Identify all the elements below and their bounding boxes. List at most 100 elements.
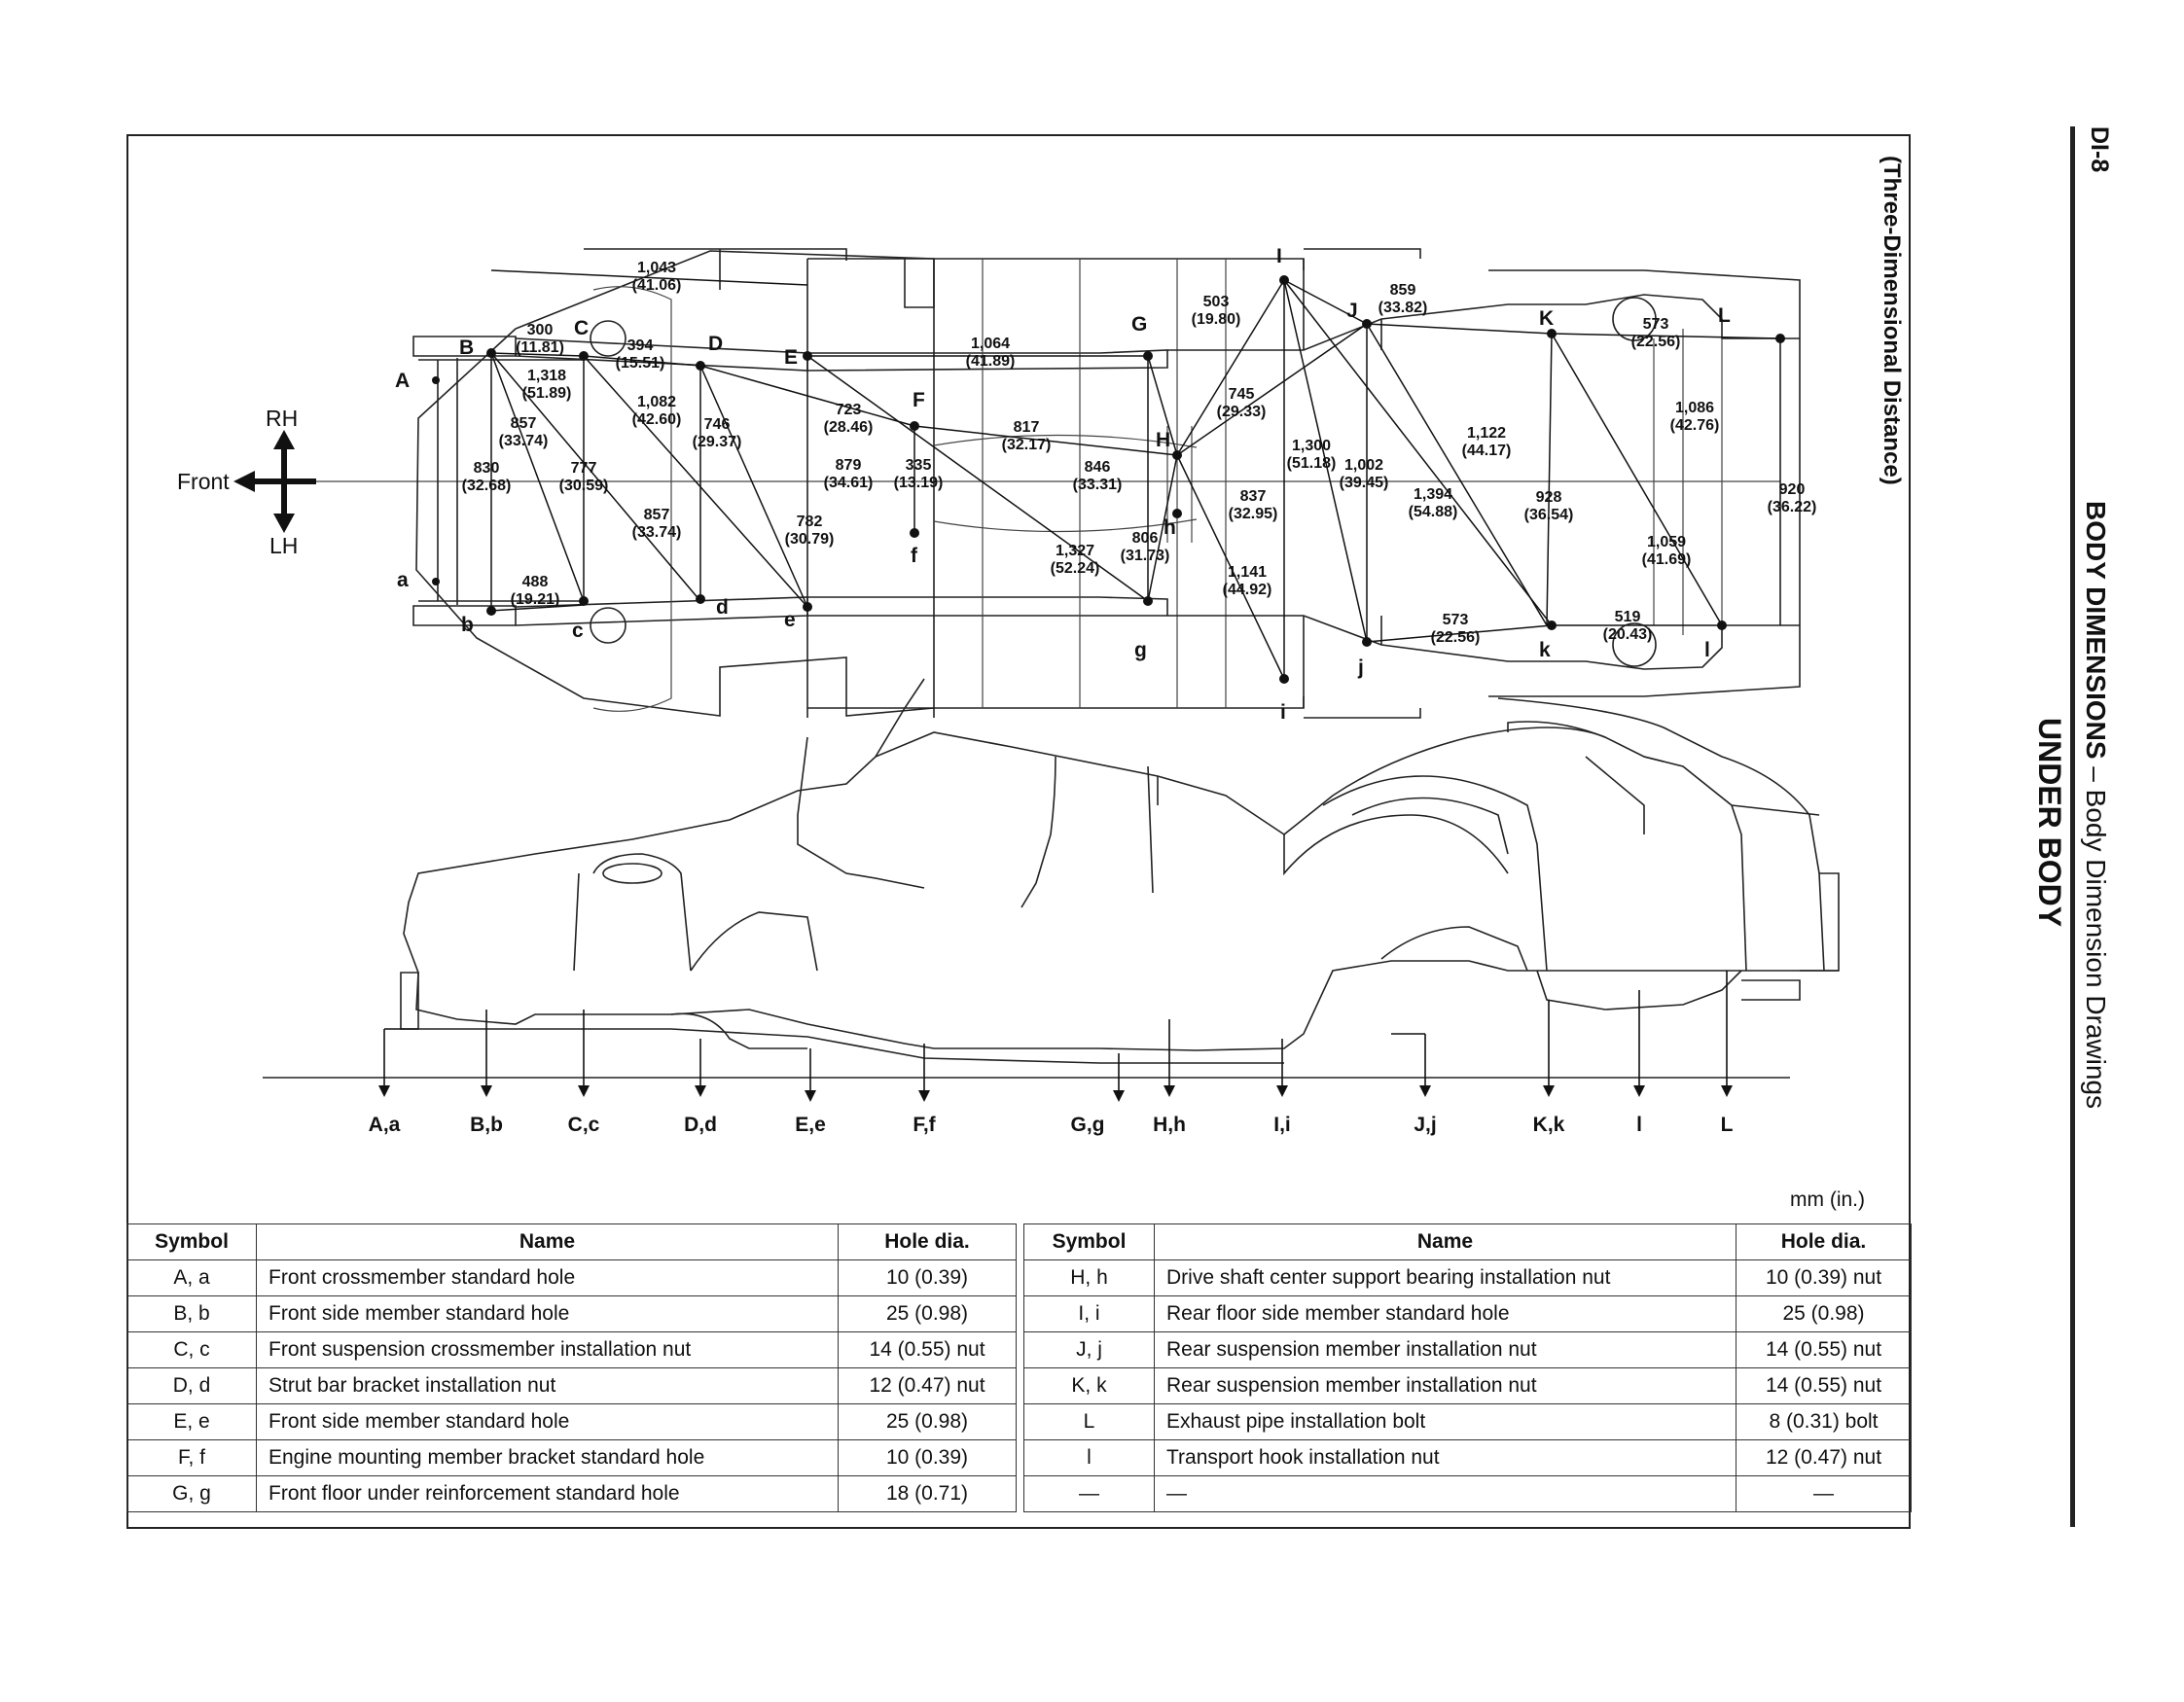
dimension-label: 394(15.51) xyxy=(616,337,665,372)
table-cell: 25 (0.98) xyxy=(838,1403,1017,1440)
section-title: BODY DIMENSIONS – Body Dimension Drawing… xyxy=(2080,501,2111,1109)
hole-spec-table: Symbol Name Hole dia. Symbol Name Hole d… xyxy=(126,1223,1912,1512)
svg-text:(29.37): (29.37) xyxy=(693,434,742,450)
reference-label: A,a xyxy=(369,1114,401,1136)
svg-text:1,327: 1,327 xyxy=(1056,543,1094,559)
dimension-label: 488(19.21) xyxy=(511,574,560,608)
svg-text:503: 503 xyxy=(1203,294,1230,310)
svg-text:(41.89): (41.89) xyxy=(966,353,1016,370)
svg-text:(33.74): (33.74) xyxy=(499,433,549,449)
dimension-label: 745(29.33) xyxy=(1217,386,1267,420)
svg-text:782: 782 xyxy=(797,514,823,530)
column-header: Name xyxy=(1154,1223,1736,1260)
table-cell: B, b xyxy=(126,1295,257,1332)
column-gap xyxy=(1016,1259,1024,1296)
dimension-label: 519(20.43) xyxy=(1603,609,1653,643)
reference-label: K,k xyxy=(1533,1114,1565,1136)
point-markers xyxy=(432,275,1785,684)
point-label: l xyxy=(1704,639,1710,661)
reference-label: E,e xyxy=(795,1114,826,1136)
column-header: Name xyxy=(256,1223,839,1260)
svg-text:846: 846 xyxy=(1085,459,1111,476)
dimension-label: 857(33.74) xyxy=(632,507,682,541)
orientation-indicator: Front RH LH xyxy=(177,406,316,558)
table-cell: — xyxy=(1736,1475,1912,1512)
table-cell: 8 (0.31) bolt xyxy=(1736,1403,1912,1440)
svg-text:(36.54): (36.54) xyxy=(1524,507,1574,523)
dimension-label: 920(36.22) xyxy=(1768,481,1817,515)
side-view-body xyxy=(400,678,1840,1064)
svg-text:300: 300 xyxy=(527,322,554,338)
point-label: A xyxy=(395,370,410,392)
table-cell: 18 (0.71) xyxy=(838,1475,1017,1512)
underbody-outline xyxy=(297,248,1801,719)
column-gap xyxy=(1016,1475,1024,1512)
table-cell: Front floor under reinforcement standard… xyxy=(256,1475,839,1512)
svg-text:857: 857 xyxy=(644,507,670,523)
table-cell: Transport hook installation nut xyxy=(1154,1439,1736,1476)
dimension-label: 1,394(54.88) xyxy=(1409,486,1458,520)
point-label: D xyxy=(708,333,723,355)
reference-label: C,c xyxy=(568,1114,600,1136)
point-label: j xyxy=(1357,656,1364,679)
reference-label: D,d xyxy=(684,1114,717,1136)
svg-text:(52.24): (52.24) xyxy=(1051,560,1100,577)
table-cell: D, d xyxy=(126,1367,257,1404)
svg-text:(39.45): (39.45) xyxy=(1340,475,1389,491)
point-label: a xyxy=(397,569,409,591)
svg-text:1,043: 1,043 xyxy=(637,260,676,276)
point-label: F xyxy=(913,389,925,411)
column-gap xyxy=(1016,1331,1024,1368)
point-label: J xyxy=(1346,300,1358,322)
svg-text:(30.59): (30.59) xyxy=(559,478,609,494)
point-label: E xyxy=(784,346,798,369)
dimension-label: 777(30.59) xyxy=(559,460,609,494)
table-cell: H, h xyxy=(1023,1259,1155,1296)
dimension-label: 503(19.80) xyxy=(1192,294,1241,328)
table-cell: 10 (0.39) nut xyxy=(1736,1259,1912,1296)
table-cell: Engine mounting member bracket standard … xyxy=(256,1439,839,1476)
svg-text:(41.06): (41.06) xyxy=(632,277,682,294)
svg-text:(30.79): (30.79) xyxy=(785,531,835,548)
table-cell: G, g xyxy=(126,1475,257,1512)
table-cell: Front side member standard hole xyxy=(256,1403,839,1440)
svg-text:(33.82): (33.82) xyxy=(1378,300,1428,316)
dimension-label: 1,086(42.76) xyxy=(1670,400,1720,434)
table-cell: 12 (0.47) nut xyxy=(838,1367,1017,1404)
table-cell: L xyxy=(1023,1403,1155,1440)
reference-label: J,j xyxy=(1414,1114,1436,1136)
column-gap xyxy=(1016,1223,1024,1260)
table-cell: Front side member standard hole xyxy=(256,1295,839,1332)
dimension-label: 300(11.81) xyxy=(516,322,564,356)
table-cell: K, k xyxy=(1023,1367,1155,1404)
point-label: g xyxy=(1134,639,1147,661)
svg-text:(42.76): (42.76) xyxy=(1670,417,1720,434)
dimension-label: 1,318(51.89) xyxy=(522,368,572,402)
dimension-label: 928(36.54) xyxy=(1524,489,1574,523)
point-label: h xyxy=(1164,516,1176,539)
svg-text:723: 723 xyxy=(836,402,862,418)
point-label: I xyxy=(1276,245,1282,267)
svg-text:(32.68): (32.68) xyxy=(462,478,512,494)
side-view-datum xyxy=(263,971,1790,1102)
svg-text:859: 859 xyxy=(1390,282,1416,299)
point-label: H xyxy=(1156,429,1170,451)
point-label: G xyxy=(1131,313,1147,336)
column-gap xyxy=(1016,1295,1024,1332)
svg-text:746: 746 xyxy=(704,416,731,433)
dimension-labels: 1,043(41.06) 300(11.81) 394(15.51) 1,318… xyxy=(462,260,1817,646)
dimension-label: 1,122(44.17) xyxy=(1462,425,1512,459)
table-cell: 14 (0.55) nut xyxy=(1736,1367,1912,1404)
svg-text:(44.17): (44.17) xyxy=(1462,443,1512,459)
measurement-lines xyxy=(490,269,1781,680)
table-cell: Front suspension crossmember installatio… xyxy=(256,1331,839,1368)
svg-text:(42.60): (42.60) xyxy=(632,411,682,428)
svg-text:806: 806 xyxy=(1132,530,1159,547)
dimension-label: 335(13.19) xyxy=(894,457,944,491)
column-gap xyxy=(1016,1439,1024,1476)
dimension-label: 746(29.37) xyxy=(693,416,742,450)
dimension-label: 573(22.56) xyxy=(1631,316,1681,350)
